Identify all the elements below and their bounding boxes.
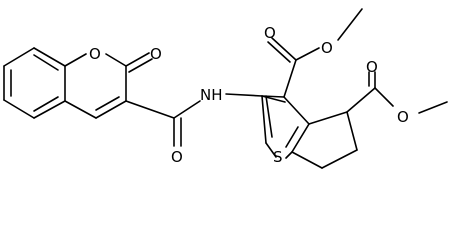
- bond: [283, 59, 297, 98]
- molecule-diagram: O O NH O S O O O O: [3, 8, 448, 169]
- bond: [346, 87, 376, 113]
- bond: [125, 100, 175, 119]
- thiophene-ring: [261, 95, 310, 159]
- atom-label-amide-carbonyl-oxygen: O: [171, 148, 183, 166]
- bond: [64, 100, 97, 119]
- double-bond-inner: [33, 96, 59, 112]
- bond: [95, 100, 127, 119]
- atom-label-ring-oxygen: O: [89, 45, 101, 63]
- ester-right: [346, 71, 448, 114]
- bond: [125, 52, 150, 67]
- bond: [308, 111, 348, 125]
- bond: [3, 47, 35, 67]
- bond: [261, 95, 267, 144]
- bond: [33, 47, 66, 67]
- atom-label-ester-top-ether-oxygen: O: [321, 39, 333, 57]
- bond: [173, 100, 201, 119]
- bond: [225, 93, 263, 97]
- atom-label-ester-top-carbonyl-oxygen: O: [264, 24, 276, 42]
- bond: [283, 96, 310, 125]
- double-bond: [267, 41, 291, 63]
- bond: [418, 101, 448, 114]
- atom-label-ester-right-carbonyl-oxygen: O: [366, 58, 378, 76]
- bond: [271, 37, 297, 61]
- benzene-ring: [3, 47, 66, 119]
- double-bond-inner: [265, 95, 273, 138]
- atom-label-coumarin-carbonyl-oxygen: O: [150, 45, 162, 63]
- amide-linker: [125, 93, 263, 147]
- bond: [291, 123, 310, 153]
- cyclopentane-ring: [291, 111, 358, 169]
- bond: [265, 142, 277, 158]
- ester-top: [267, 8, 363, 98]
- bond: [374, 87, 394, 107]
- structure-drawing: O O NH O S O O O O: [3, 8, 448, 169]
- bond: [3, 99, 35, 119]
- bond: [346, 111, 358, 151]
- pyranone-ring: [64, 52, 153, 119]
- atom-label-thiophene-sulfur: S: [273, 148, 283, 166]
- double-bond-inner: [285, 126, 299, 148]
- bond: [105, 53, 127, 67]
- bond: [291, 151, 323, 169]
- double-bond-inner: [33, 54, 59, 71]
- bond: [285, 151, 293, 159]
- bond: [337, 8, 363, 41]
- bond: [295, 47, 320, 61]
- bond: [128, 58, 153, 73]
- atom-label-ester-right-ether-oxygen: O: [397, 108, 409, 126]
- bond: [321, 149, 358, 169]
- atom-label-amide-nitrogen: NH: [200, 86, 223, 104]
- bond: [261, 95, 285, 98]
- bond: [33, 100, 66, 119]
- double-bond-inner: [95, 96, 120, 111]
- bond: [64, 53, 87, 67]
